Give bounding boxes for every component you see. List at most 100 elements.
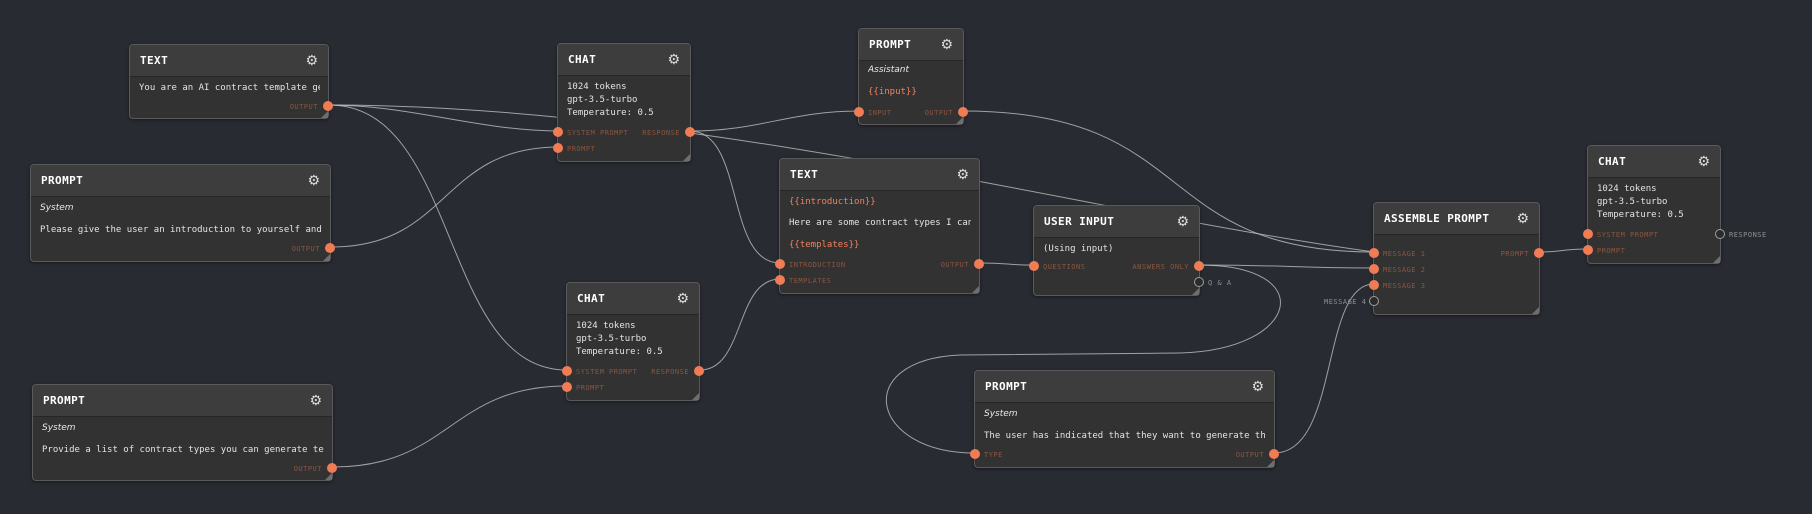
resize-handle[interactable] <box>1267 460 1274 467</box>
user-input-status: (Using input) <box>1043 244 1114 254</box>
system-prompt-input-port[interactable] <box>562 366 572 376</box>
resize-handle[interactable] <box>323 254 330 261</box>
prompt-input-port[interactable] <box>1583 245 1593 255</box>
output-port[interactable] <box>325 243 335 253</box>
response-output-port[interactable] <box>1715 229 1725 239</box>
templates-input-port[interactable] <box>775 275 785 285</box>
resize-handle[interactable] <box>325 473 332 480</box>
resize-handle[interactable] <box>1532 307 1539 314</box>
node-header[interactable]: ASSEMBLE PROMPT ⚙ <box>1374 203 1539 235</box>
node-header[interactable]: PROMPT ⚙ <box>31 165 330 197</box>
prompt-node[interactable]: PROMPT ⚙ System Provide a list of contra… <box>32 384 337 481</box>
resize-handle[interactable] <box>972 286 979 293</box>
node-header[interactable]: CHAT ⚙ <box>1588 146 1720 178</box>
gear-icon[interactable]: ⚙ <box>1251 378 1264 395</box>
q-and-a-output-port[interactable] <box>1194 277 1204 287</box>
resize-handle[interactable] <box>692 393 699 400</box>
input-port-label: INPUT <box>868 109 892 117</box>
prompt-node[interactable]: PROMPT ⚙ System The user has indicated t… <box>970 370 1279 468</box>
type-input-port[interactable] <box>970 449 980 459</box>
gear-icon[interactable]: ⚙ <box>676 290 689 307</box>
chat-node[interactable]: CHAT ⚙ 1024 tokens gpt-3.5-turbo Tempera… <box>1583 145 1766 264</box>
input-port[interactable] <box>854 107 864 117</box>
system-prompt-input-port[interactable] <box>1583 229 1593 239</box>
message-1-input-port[interactable] <box>1369 248 1379 258</box>
gear-icon[interactable]: ⚙ <box>305 52 318 69</box>
text-node[interactable]: TEXT ⚙ {{introduction}} Here are some co… <box>775 158 984 294</box>
questions-input-port[interactable] <box>1029 261 1039 271</box>
node-header[interactable]: USER INPUT ⚙ <box>1034 206 1199 238</box>
output-port-label: OUTPUT <box>293 465 322 473</box>
prompt-input-port[interactable] <box>553 143 563 153</box>
output-port[interactable] <box>974 259 984 269</box>
resize-handle[interactable] <box>1713 256 1720 263</box>
node-title: TEXT <box>140 54 169 67</box>
prompt-role: System <box>42 423 76 433</box>
response-output-port[interactable] <box>685 127 695 137</box>
answers-only-output-port[interactable] <box>1194 261 1204 271</box>
chat-tokens: 1024 tokens <box>1597 184 1657 194</box>
chat-tokens: 1024 tokens <box>576 321 636 331</box>
message-3-input-port[interactable] <box>1369 280 1379 290</box>
system-prompt-label: SYSTEM PROMPT <box>1597 231 1659 239</box>
text-variable-templates: {{templates}} <box>789 240 860 250</box>
gear-icon[interactable]: ⚙ <box>1516 210 1529 227</box>
response-output-port[interactable] <box>694 366 704 376</box>
chat-node[interactable]: CHAT ⚙ 1024 tokens gpt-3.5-turbo Tempera… <box>553 43 695 162</box>
node-header[interactable]: TEXT ⚙ <box>130 45 328 77</box>
resize-handle[interactable] <box>683 154 690 161</box>
gear-icon[interactable]: ⚙ <box>307 172 320 189</box>
node-title: CHAT <box>1598 155 1627 168</box>
node-header[interactable]: PROMPT ⚙ <box>975 371 1274 403</box>
gear-icon[interactable]: ⚙ <box>940 36 953 53</box>
text-node[interactable]: TEXT ⚙ You are an AI contract template g… <box>129 44 333 119</box>
chat-node[interactable]: CHAT ⚙ 1024 tokens gpt-3.5-turbo Tempera… <box>562 282 704 401</box>
wire-prompt1-to-chat1-prompt <box>330 146 560 248</box>
node-header[interactable]: CHAT ⚙ <box>558 44 690 76</box>
type-label: TYPE <box>984 451 1003 459</box>
output-port[interactable] <box>327 463 337 473</box>
node-title: CHAT <box>568 53 597 66</box>
prompt-content: Please give the user an introduction to … <box>40 225 322 235</box>
node-title: PROMPT <box>43 394 86 407</box>
message-2-input-port[interactable] <box>1369 264 1379 274</box>
prompt-input-port[interactable] <box>562 382 572 392</box>
gear-icon[interactable]: ⚙ <box>309 392 322 409</box>
node-title: CHAT <box>577 292 606 305</box>
gear-icon[interactable]: ⚙ <box>1697 153 1710 170</box>
output-port[interactable] <box>323 101 333 111</box>
gear-icon[interactable]: ⚙ <box>956 166 969 183</box>
introduction-input-port[interactable] <box>775 259 785 269</box>
resize-handle[interactable] <box>1192 288 1199 295</box>
message-4-label: MESSAGE 4 <box>1324 298 1367 306</box>
prompt-node[interactable]: PROMPT ⚙ System Please give the user an … <box>30 164 335 262</box>
prompt-node[interactable]: PROMPT ⚙ Assistant {{input}} INPUT OUTPU… <box>854 28 968 125</box>
node-header[interactable]: TEXT ⚙ <box>780 159 979 191</box>
resize-handle[interactable] <box>321 111 328 118</box>
node-header[interactable]: CHAT ⚙ <box>567 283 699 315</box>
wire-text-to-chat2-system <box>328 104 568 371</box>
node-header[interactable]: PROMPT ⚙ <box>859 29 963 61</box>
assemble-prompt-node[interactable]: ASSEMBLE PROMPT ⚙ MESSAGE 1 MESSAGE 2 ME… <box>1324 202 1544 315</box>
output-port[interactable] <box>958 107 968 117</box>
gear-icon[interactable]: ⚙ <box>667 51 680 68</box>
message-1-label: MESSAGE 1 <box>1383 250 1426 258</box>
user-input-node[interactable]: USER INPUT ⚙ (Using input) QUESTIONS ANS… <box>1029 205 1231 296</box>
prompt-content: Provide a list of contract types you can… <box>42 445 324 455</box>
wire-assemble-to-chat3-prompt <box>1538 248 1589 253</box>
prompt-output-port[interactable] <box>1534 248 1544 258</box>
resize-handle[interactable] <box>956 117 963 124</box>
chat-model: gpt-3.5-turbo <box>576 334 647 344</box>
system-prompt-input-port[interactable] <box>553 127 563 137</box>
system-prompt-label: SYSTEM PROMPT <box>567 129 629 137</box>
node-header[interactable]: PROMPT ⚙ <box>33 385 332 417</box>
chat-temperature: Temperature: 0.5 <box>567 108 654 118</box>
message-4-input-port[interactable] <box>1369 296 1379 306</box>
wire-prompt4-to-assemble-message3 <box>1273 283 1375 454</box>
node-title: PROMPT <box>869 38 912 51</box>
gear-icon[interactable]: ⚙ <box>1176 213 1189 230</box>
chat-tokens: 1024 tokens <box>567 82 627 92</box>
output-port[interactable] <box>1269 449 1279 459</box>
node-title: ASSEMBLE PROMPT <box>1384 212 1490 225</box>
node-title: PROMPT <box>41 174 84 187</box>
